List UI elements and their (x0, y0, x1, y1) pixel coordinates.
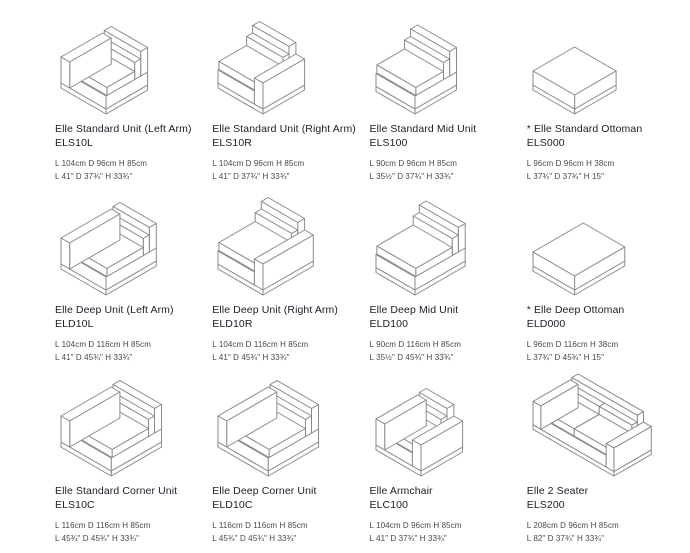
product-dimensions: L 104cm D 96cm H 85cm L 41" D 37¾" H 33¾… (55, 157, 147, 183)
product-name: Elle Standard Mid Unit (369, 123, 477, 135)
product-dimensions: L 116cm D 116cm H 85cm L 45¾" D 45¾" H 3… (55, 519, 150, 545)
dimensions-metric: L 208cm D 96cm H 85cm (526, 521, 619, 531)
dimensions-imperial: L 45¾" D 45¾" H 33¾" (55, 534, 140, 544)
sofa-mid-unit-drawing (375, 24, 457, 115)
dimensions-metric: L 90cm D 96cm H 85cm (369, 159, 458, 169)
product-dimensions: L 90cm D 96cm H 85cm L 35½" D 37¾" H 33¾… (370, 157, 458, 183)
product-name: Elle Standard Unit (Left Arm) (55, 123, 192, 135)
product-code: ELD100 (369, 317, 409, 330)
dimensions-metric: L 90cm D 116cm H 85cm (369, 340, 461, 350)
sofa-right-arm-unit-drawing (217, 21, 306, 115)
product-code: ELS000 (526, 136, 565, 149)
dimensions-imperial: L 41" D 37¾" H 33¾" (212, 172, 290, 182)
product-name: * Elle Standard Ottoman (526, 123, 643, 135)
product-cell: Elle Standard Unit (Left Arm) ELS10L L 1… (55, 8, 212, 189)
product-dimensions: L 104cm D 96cm H 85cm L 41" D 37¾" H 33¾… (212, 157, 304, 183)
ottoman-drawing (532, 222, 626, 296)
dimensions-metric: L 104cm D 96cm H 85cm (369, 521, 462, 531)
product-cell: Elle Standard Unit (Right Arm) ELS10R L … (212, 8, 369, 189)
dimensions-imperial: L 82" D 37¾" H 33¾" (526, 534, 605, 544)
product-dimensions: L 104cm D 116cm H 85cm L 41" D 45¾" H 33… (55, 338, 151, 364)
dimensions-imperial: L 35½" D 37¾" H 33¾" (369, 172, 454, 182)
dimensions-imperial: L 37¾" D 45¾" H 15" (526, 353, 605, 363)
product-code: ELC100 (369, 498, 409, 511)
dimensions-imperial: L 45¾" D 45¾" H 33¾" (212, 534, 297, 544)
product-dimensions: L 90cm D 116cm H 85cm L 35½" D 45¾" H 33… (370, 338, 461, 364)
dimensions-metric: L 104cm D 116cm H 85cm (212, 340, 309, 350)
product-name: Elle Deep Unit (Right Arm) (212, 304, 338, 316)
sofa-right-arm-unit-drawing (217, 197, 315, 296)
product-cell: Elle Standard Corner Unit ELS10C L 116cm… (55, 370, 212, 551)
product-code: ELD000 (526, 317, 566, 330)
dimensions-metric: L 116cm D 116cm H 85cm (212, 521, 308, 531)
dimensions-metric: L 104cm D 96cm H 85cm (55, 159, 148, 169)
dimensions-metric: L 116cm D 116cm H 85cm (55, 521, 151, 531)
product-dimensions: L 96cm D 116cm H 38cm L 37¾" D 45¾" H 15… (527, 338, 618, 364)
product-cell: Elle Armchair ELC100 L 104cm D 96cm H 85… (370, 370, 527, 551)
product-code: ELD10R (212, 317, 253, 330)
product-name: * Elle Deep Ottoman (526, 304, 625, 316)
product-dimensions: L 96cm D 96cm H 38cm L 37¾" D 37¾" H 15" (527, 157, 615, 183)
product-dimensions: L 208cm D 96cm H 85cm L 82" D 37¾" H 33¾… (527, 519, 619, 545)
product-name: Elle 2 Seater (526, 485, 589, 497)
dimensions-metric: L 104cm D 96cm H 85cm (212, 159, 305, 169)
dimensions-imperial: L 37¾" D 37¾" H 15" (526, 172, 605, 182)
dimensions-imperial: L 41" D 37¾" H 33¾" (55, 172, 133, 182)
product-name: Elle Deep Corner Unit (212, 485, 317, 497)
product-cell: * Elle Standard Ottoman ELS000 L 96cm D … (527, 8, 684, 189)
dimensions-imperial: L 35½" D 45¾" H 33¾" (369, 353, 454, 363)
dimensions-imperial: L 41" D 45¾" H 33¾" (55, 353, 133, 363)
product-dimensions: L 104cm D 116cm H 85cm L 41" D 45¾" H 33… (212, 338, 308, 364)
sofa-corner-unit-drawing (60, 380, 162, 477)
product-name: Elle Standard Unit (Right Arm) (212, 123, 356, 135)
product-name: Elle Standard Corner Unit (55, 485, 178, 497)
dimensions-imperial: L 41" D 45¾" H 33¾" (212, 353, 290, 363)
armchair-drawing (375, 388, 463, 477)
product-cell: Elle Deep Unit (Left Arm) ELD10L L 104cm… (55, 189, 212, 370)
product-cell: Elle Standard Mid Unit ELS100 L 90cm D 9… (370, 8, 527, 189)
ottoman-drawing (532, 46, 617, 115)
sofa-mid-unit-drawing (375, 200, 466, 296)
two-seater-sofa-drawing (532, 373, 652, 477)
sofa-corner-unit-drawing (217, 380, 320, 477)
product-dimensions: L 116cm D 116cm H 85cm L 45¾" D 45¾" H 3… (212, 519, 307, 545)
product-name: Elle Deep Unit (Left Arm) (55, 304, 174, 316)
product-code: ELS100 (369, 136, 408, 149)
product-name: Elle Armchair (369, 485, 433, 497)
dimensions-metric: L 96cm D 116cm H 38cm (526, 340, 619, 350)
sofa-left-arm-unit-drawing (60, 202, 157, 296)
product-name: Elle Deep Mid Unit (369, 304, 459, 316)
dimensions-imperial: L 41" D 37¾" H 33¾" (369, 534, 447, 544)
product-cell: Elle Deep Unit (Right Arm) ELD10R L 104c… (212, 189, 369, 370)
product-code: ELD10C (212, 498, 253, 511)
product-cell: Elle 2 Seater ELS200 L 208cm D 96cm H 85… (527, 370, 684, 551)
product-cell: Elle Deep Mid Unit ELD100 L 90cm D 116cm… (370, 189, 527, 370)
sofa-left-arm-unit-drawing (60, 26, 149, 115)
product-dimensions: L 104cm D 96cm H 85cm L 41" D 37¾" H 33¾… (370, 519, 462, 545)
dimensions-metric: L 104cm D 116cm H 85cm (55, 340, 152, 350)
product-code: ELS200 (526, 498, 565, 511)
product-code: ELS10C (55, 498, 95, 511)
product-code: ELD10L (55, 317, 94, 330)
product-cell: * Elle Deep Ottoman ELD000 L 96cm D 116c… (527, 189, 684, 370)
dimensions-metric: L 96cm D 96cm H 38cm (526, 159, 615, 169)
product-cell: Elle Deep Corner Unit ELD10C L 116cm D 1… (212, 370, 369, 551)
product-code: ELS10R (212, 136, 252, 149)
product-code: ELS10L (55, 136, 93, 149)
